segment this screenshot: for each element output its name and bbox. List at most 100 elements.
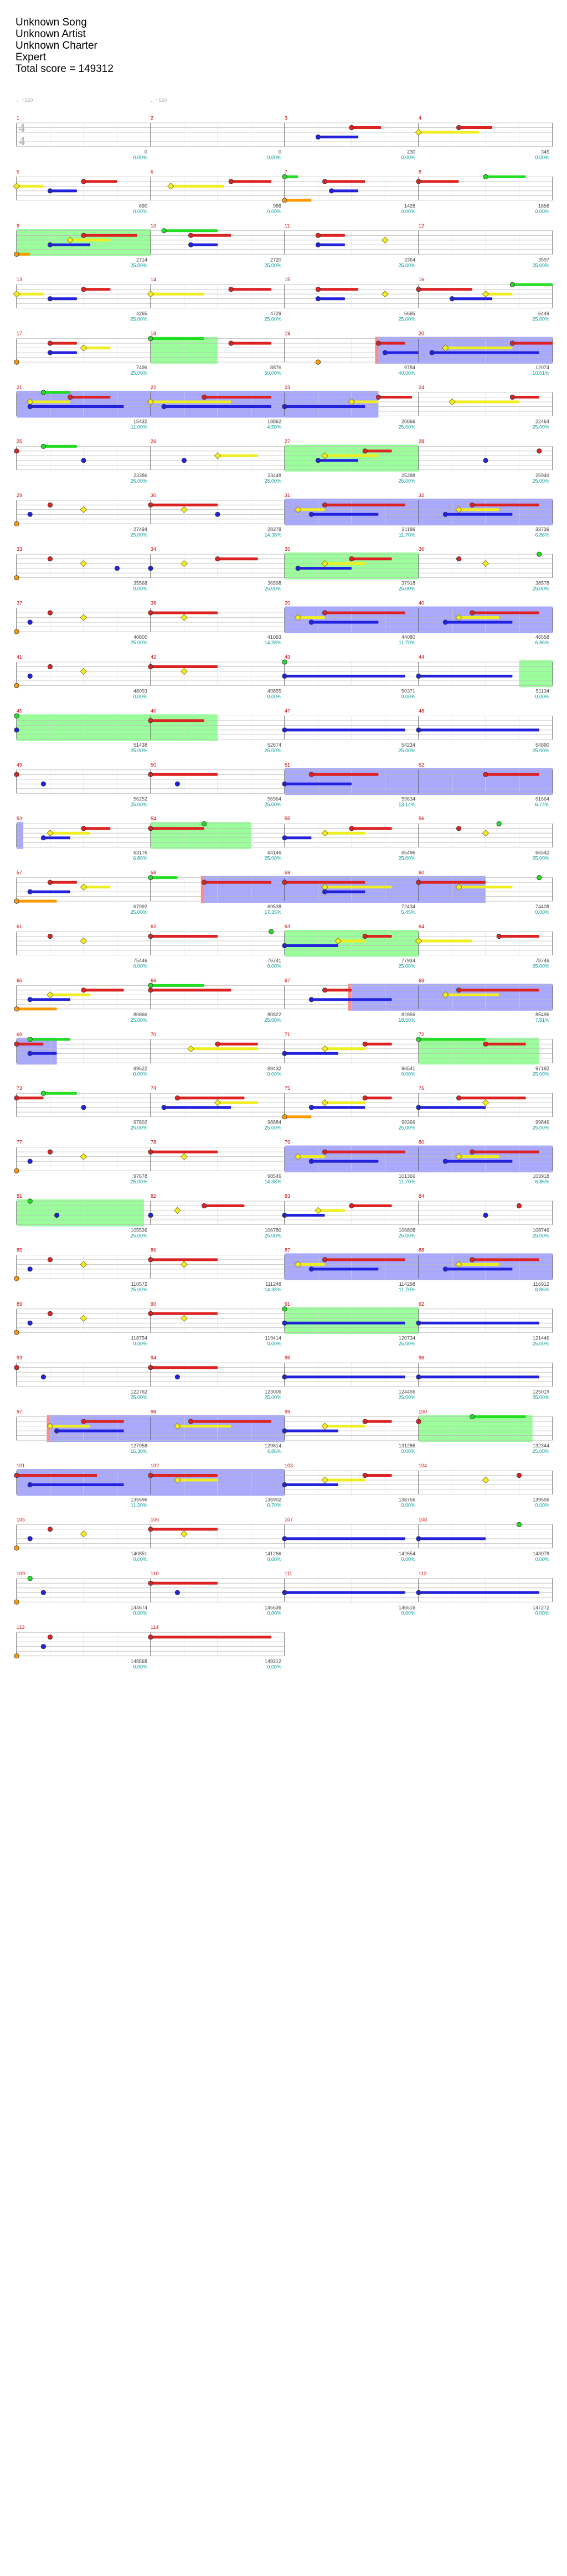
- measure-number: 2: [151, 115, 153, 121]
- chart-header: Unknown Song Unknown Artist Unknown Char…: [16, 17, 114, 75]
- blue-sustain: [419, 1537, 486, 1540]
- red-sustain: [151, 773, 218, 776]
- blue-sustain: [30, 1052, 57, 1055]
- yellow-sustain: [177, 1425, 231, 1428]
- red-note: [362, 1472, 368, 1478]
- yellow-sustain: [70, 239, 111, 242]
- blue-note: [295, 566, 301, 571]
- measure-number: 56: [419, 816, 424, 821]
- red-note: [14, 1472, 19, 1478]
- blue-sustain: [419, 1591, 539, 1594]
- red-note: [148, 1580, 153, 1586]
- measure-number: 113: [17, 1625, 24, 1630]
- measure-score: 145536: [265, 1605, 281, 1610]
- starpower-edge: [348, 984, 352, 1011]
- measure-number: 103: [285, 1463, 293, 1468]
- red-note: [148, 1472, 153, 1478]
- blue-note: [282, 1536, 287, 1542]
- red-note: [215, 1041, 220, 1047]
- blue-note: [27, 619, 33, 625]
- orange-sustain: [17, 899, 57, 903]
- measure-score: 140851: [131, 1551, 147, 1556]
- measure-score: 5685: [404, 311, 415, 317]
- red-sustain: [151, 1474, 218, 1477]
- blue-sustain: [285, 944, 338, 947]
- measure-score: 119414: [265, 1335, 281, 1341]
- measure-score: 65496: [401, 850, 415, 856]
- measure-score: 3364: [404, 257, 415, 262]
- starpower-section: [17, 1037, 57, 1065]
- red-note: [202, 394, 207, 400]
- red-note: [148, 610, 153, 615]
- measure-score: 97678: [133, 1173, 147, 1179]
- measure-number: 114: [151, 1625, 158, 1630]
- red-note: [362, 1041, 368, 1047]
- blue-note: [429, 350, 435, 355]
- measure-number: 6: [151, 169, 153, 174]
- blue-note: [40, 1374, 47, 1380]
- measure-score: 89432: [267, 1065, 281, 1071]
- green-sustain: [164, 229, 218, 232]
- red-sustain: [311, 773, 379, 776]
- blue-sustain: [285, 1214, 325, 1217]
- blue-sustain: [285, 1591, 405, 1594]
- measure-score: 50371: [401, 689, 415, 694]
- red-sustain: [151, 611, 218, 614]
- measure-percent: 25.00%: [130, 370, 147, 376]
- blue-note: [54, 1212, 60, 1218]
- measure-percent: 25.00%: [130, 262, 147, 268]
- measure-number: 39: [285, 601, 290, 606]
- yellow-note: [181, 1315, 188, 1322]
- yellow-sustain: [298, 1263, 325, 1266]
- measure-score: 31186: [402, 526, 415, 532]
- measure-number: 9: [17, 223, 19, 229]
- measure-number: 30: [151, 493, 156, 498]
- red-note: [228, 287, 234, 292]
- measure-score: 27494: [133, 526, 147, 532]
- red-note: [148, 1257, 153, 1263]
- blue-note: [282, 943, 287, 949]
- blue-sustain: [419, 1321, 539, 1325]
- red-sustain: [84, 180, 117, 183]
- red-sustain: [17, 1042, 44, 1046]
- red-sustain: [151, 1581, 218, 1585]
- blue-note: [282, 1482, 287, 1488]
- green-sustain: [419, 1038, 486, 1041]
- blue-note: [14, 727, 19, 733]
- measure-score: 41093: [267, 634, 281, 640]
- red-note: [47, 1634, 53, 1640]
- measure-number: 65: [17, 977, 22, 983]
- measure-percent: 25.00%: [532, 1341, 549, 1346]
- measure-percent: 11.70%: [399, 640, 415, 645]
- measure-number: 86: [151, 1247, 156, 1253]
- measure-score: 80866: [133, 1012, 147, 1017]
- measure-percent: 25.00%: [130, 1017, 147, 1023]
- orange-note: [14, 1653, 19, 1659]
- measure-number: 48: [419, 708, 424, 713]
- measure-percent: 25.00%: [398, 1125, 415, 1131]
- red-sustain: [70, 396, 111, 399]
- blue-note: [40, 781, 47, 787]
- measure-number: 40: [419, 601, 424, 606]
- measure-score: 23448: [267, 473, 281, 478]
- blue-sustain: [164, 1106, 231, 1109]
- red-sustain: [352, 126, 382, 129]
- yellow-sustain: [324, 831, 365, 835]
- measure-percent: 25.00%: [130, 1179, 147, 1184]
- measure-score: 345: [541, 149, 549, 155]
- yellow-note: [415, 128, 422, 136]
- yellow-sustain: [352, 400, 379, 404]
- red-sustain: [151, 989, 231, 992]
- blue-note: [27, 1051, 33, 1056]
- red-note: [483, 1041, 488, 1047]
